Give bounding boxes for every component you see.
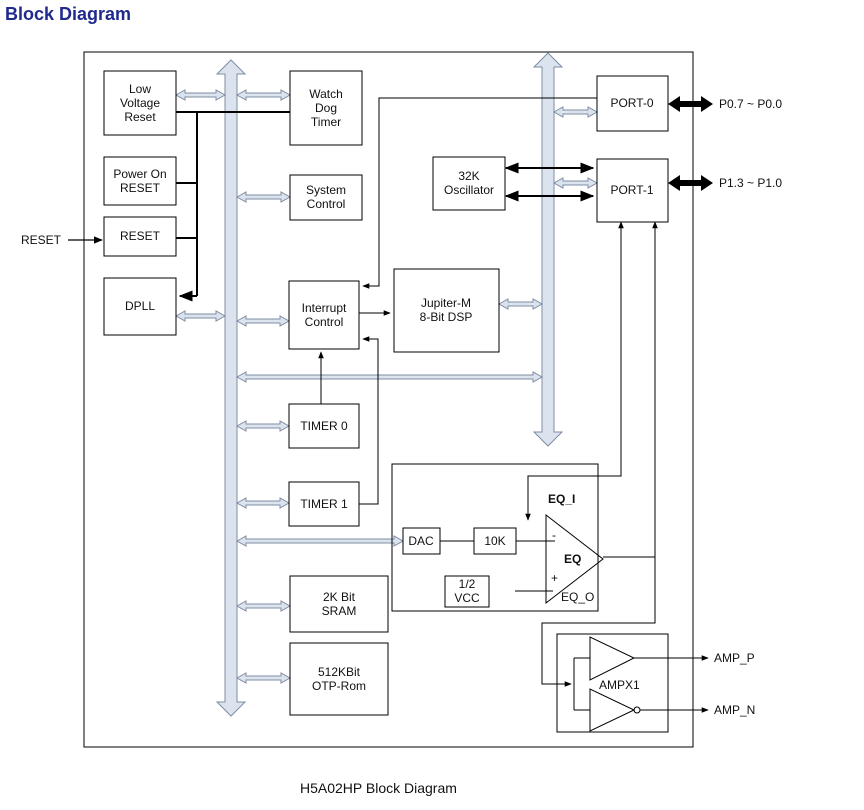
otp-rom-block [289,642,389,716]
dpll-label-0: DPLL [125,299,155,313]
watch-dog-timer-label-0: Watch [309,87,343,101]
amp-p-label: AMP_P [714,651,755,665]
watch-dog-timer-block [289,70,363,146]
bus-arrow-port0 [552,106,599,118]
half-vcc-block [444,575,490,608]
bus-arrow-otp [235,672,292,684]
half-vcc-label-1: VCC [454,591,480,605]
page-title: Block Diagram [5,4,132,24]
otp-rom-label-1: OTP-Rom [312,679,366,693]
external-port-arrows [668,96,713,191]
port0-block [596,75,669,132]
bus-arrow-lvr [174,89,227,101]
reset-label-0: RESET [120,229,161,243]
timer0-block [288,403,360,449]
bus-arrow-port1 [552,177,599,189]
eq-o-label: EQ_O [561,590,594,604]
bus-arrow-dsp [497,298,544,310]
interrupt-control-block [288,280,360,350]
half-vcc-label-0: 1/2 [459,577,476,591]
power-on-reset-label-1: RESET [120,181,161,195]
sram-label-1: SRAM [322,604,357,618]
signal-lines [68,97,709,733]
eq-i-label: EQ_I [548,492,575,506]
port0-label-0: PORT-0 [610,96,653,110]
jupiter-dsp-label-1: 8-Bit DSP [420,310,473,324]
port1-block [596,158,669,223]
ampx1-label: AMPX1 [599,678,640,692]
r10k-label-0: 10K [484,534,505,548]
p0-pins-label: P0.7 ~ P0.0 [719,97,782,111]
bus-arrow-timer1 [235,497,291,509]
low-voltage-reset-label-0: Low [129,82,151,96]
oscillator-block [432,156,506,211]
low-voltage-reset-label-2: Reset [124,110,156,124]
dac-block [402,527,441,555]
dac-label-0: DAC [408,534,434,548]
timer1-block [288,481,360,527]
bus-arrow-timer0 [235,420,291,432]
bus-arrow-sysctl [235,191,292,203]
timer0-label-0: TIMER 0 [300,419,348,433]
chip-outline [83,51,694,748]
power-on-reset-label-0: Power On [113,167,166,181]
p1-pins-label: P1.3 ~ P1.0 [719,176,782,190]
low-voltage-reset-label-1: Voltage [120,96,160,110]
bus-arrow-sram [235,600,292,612]
dpll-block [103,277,177,336]
system-control-label-0: System [306,183,346,197]
low-voltage-reset-block [103,70,177,136]
main-bus [215,59,247,717]
otp-rom-label-0: 512KBit [318,665,361,679]
jupiter-dsp-block [393,268,500,353]
diagram-caption: H5A02HP Block Diagram [300,780,457,796]
bus-arrow-dpll [174,310,227,322]
reset-input-label: RESET [21,233,62,247]
resistor-10k-block [473,527,517,555]
bus-connectors [174,89,599,684]
oscillator-label-1: Oscillator [444,183,494,197]
bus-arrow-dac [235,535,405,547]
bus-arrow-wdt [235,89,292,101]
port1-label-0: PORT-1 [610,183,653,197]
interrupt-control-label-0: Interrupt [302,301,347,315]
watch-dog-timer-label-2: Timer [311,115,341,129]
timer1-label-0: TIMER 1 [300,497,348,511]
system-control-block [289,174,363,221]
oscillator-label-0: 32K [458,169,479,183]
bus-arrow-cross [235,371,544,383]
sram-label-0: 2K Bit [323,590,356,604]
system-control-label-1: Control [307,197,346,211]
sram-block [289,575,389,633]
jupiter-dsp-label-0: Jupiter-M [421,296,471,310]
interrupt-control-label-1: Control [305,315,344,329]
watch-dog-timer-label-1: Dog [315,101,337,115]
power-on-reset-block [103,156,177,206]
op-plus-label: + [551,571,558,585]
free-labels: RESET P0.7 ~ P0.0 P1.3 ~ P1.0 EQ_I EQ EQ… [21,97,782,717]
amp-n-label: AMP_N [714,703,755,717]
bus-arrow-intctl [235,315,291,327]
op-minus-label: - [552,528,556,542]
blocks [103,70,669,716]
reset-block [103,216,177,257]
eq-label: EQ [564,552,581,566]
